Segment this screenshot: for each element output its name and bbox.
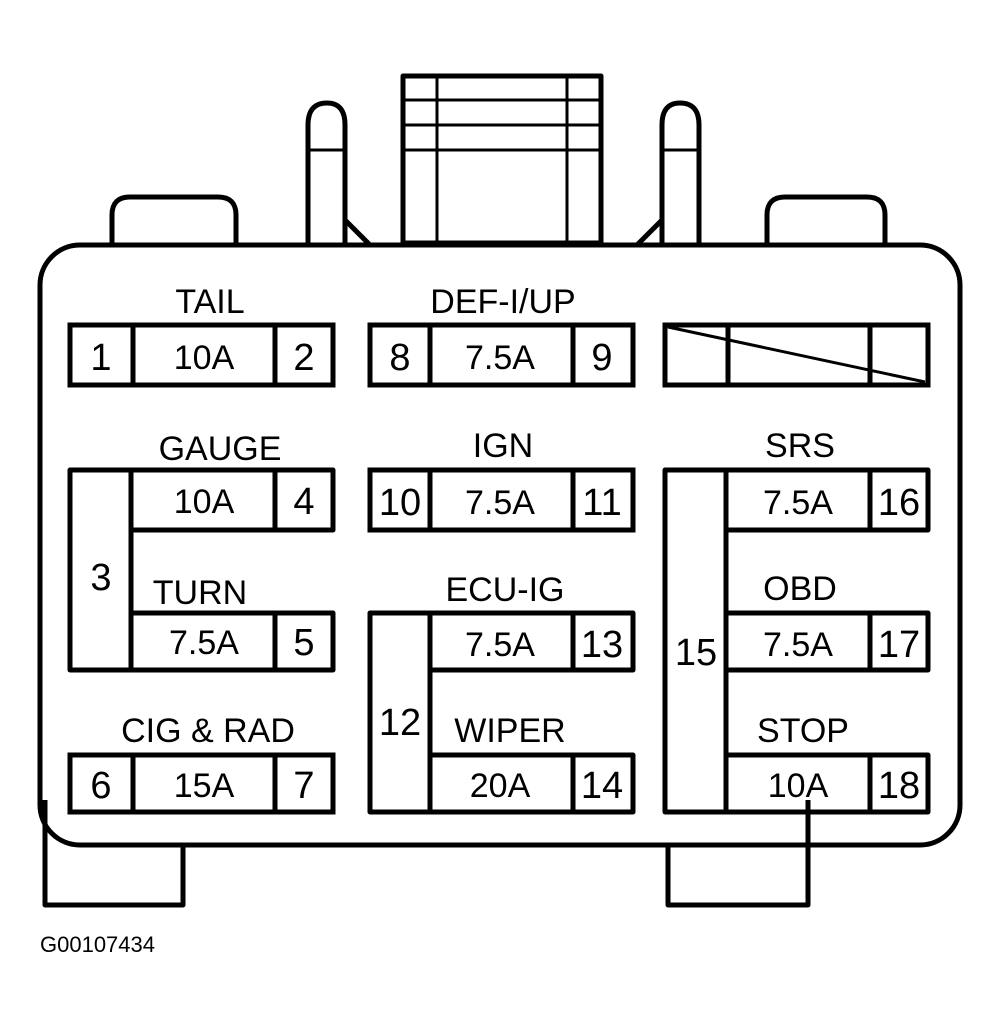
terminal-17: 17: [878, 624, 920, 666]
fuse-label-gauge: GAUGE: [159, 430, 282, 468]
terminal-15: 15: [675, 632, 717, 674]
fuse-label-turn: TURN: [153, 574, 247, 612]
fuse-cig-rad: 6 15A 7: [67, 752, 336, 815]
terminal-8: 8: [389, 337, 410, 379]
fuse-ign: 10 7.5A 11: [367, 467, 636, 533]
fuse-def-i-up: 8 7.5A 9: [367, 322, 636, 388]
fuse-label-ecu-ig: ECU-IG: [446, 571, 565, 609]
fuse-group-srs-obd-stop: 15 7.5A 16 7.5A 17 10A 18: [662, 467, 931, 815]
terminal-5: 5: [293, 622, 314, 664]
fuse-label-srs: SRS: [765, 427, 835, 465]
terminal-10: 10: [379, 482, 421, 524]
fuse-tail: 1 10A 2: [67, 322, 336, 388]
fuse-rating-stop: 10A: [768, 767, 829, 805]
fuse-rating-gauge: 10A: [174, 483, 235, 521]
fuse-label-def-i-up: DEF-I/UP: [430, 283, 575, 321]
fuse-rating-cig-rad: 15A: [174, 767, 235, 805]
fuse-label-ign: IGN: [473, 427, 533, 465]
fuse-rating-obd: 7.5A: [763, 626, 833, 664]
fuse-rating-tail: 10A: [174, 339, 235, 377]
terminal-3: 3: [90, 557, 111, 599]
fuse-rating-wiper: 20A: [470, 767, 531, 805]
terminal-7: 7: [293, 765, 314, 807]
terminal-13: 13: [581, 624, 623, 666]
terminal-6: 6: [90, 765, 111, 807]
terminal-16: 16: [878, 482, 920, 524]
fuse-rating-def-i-up: 7.5A: [465, 339, 535, 377]
fuse-rating-turn: 7.5A: [169, 624, 239, 662]
fuse-rating-ecu-ig: 7.5A: [465, 626, 535, 664]
terminal-9: 9: [591, 337, 612, 379]
fuse-label-stop: STOP: [757, 712, 849, 750]
terminal-1: 1: [90, 337, 111, 379]
fuse-label-cig-rad: CIG & RAD: [121, 712, 295, 750]
fuse-label-wiper: WIPER: [454, 712, 565, 750]
figure-code: G00107434: [40, 932, 155, 957]
fuse-label-tail: TAIL: [175, 283, 244, 321]
fuse-slot-empty: [662, 322, 931, 388]
fuse-group-ecu-wiper: 12 7.5A 13 20A 14: [367, 610, 636, 815]
fuse-label-obd: OBD: [763, 570, 837, 608]
terminal-14: 14: [581, 765, 623, 807]
fuse-block-housing: [37, 73, 963, 908]
terminal-12: 12: [379, 702, 421, 744]
terminal-18: 18: [878, 765, 920, 807]
terminal-2: 2: [293, 337, 314, 379]
terminal-11: 11: [582, 482, 621, 524]
fuse-rating-ign: 7.5A: [465, 484, 535, 522]
terminal-4: 4: [293, 481, 314, 523]
fuse-group-gauge-turn: 3 10A 4 7.5A 5: [67, 467, 336, 673]
fuse-rating-srs: 7.5A: [763, 484, 833, 522]
